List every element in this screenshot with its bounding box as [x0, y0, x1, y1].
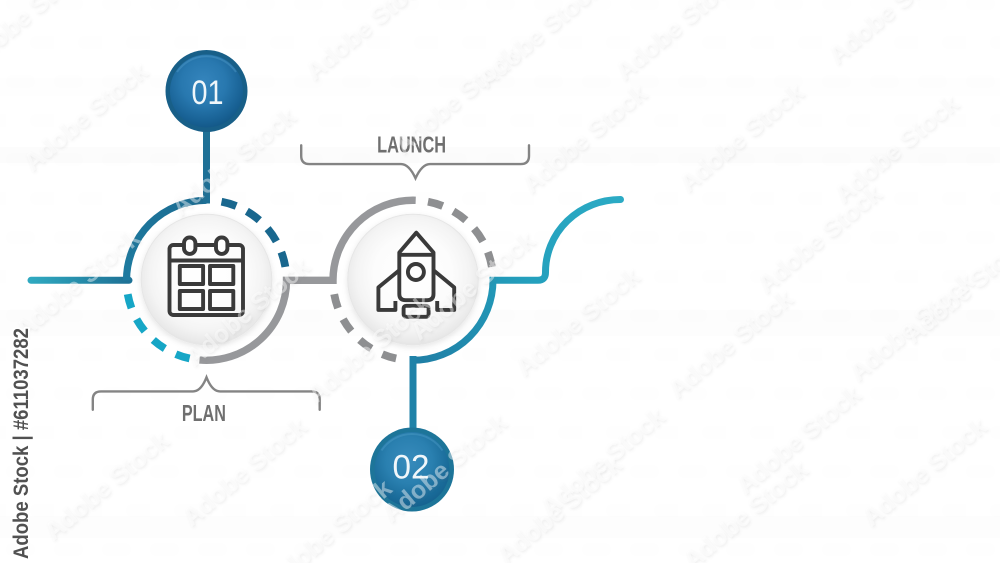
svg-text:02: 02 — [393, 449, 430, 487]
svg-text:LAUNCH: LAUNCH — [377, 131, 446, 157]
svg-text:01: 01 — [192, 74, 224, 112]
svg-text:PLAN: PLAN — [182, 400, 226, 426]
svg-text:Adobe Stock | #611037282: Adobe Stock | #611037282 — [10, 328, 33, 559]
